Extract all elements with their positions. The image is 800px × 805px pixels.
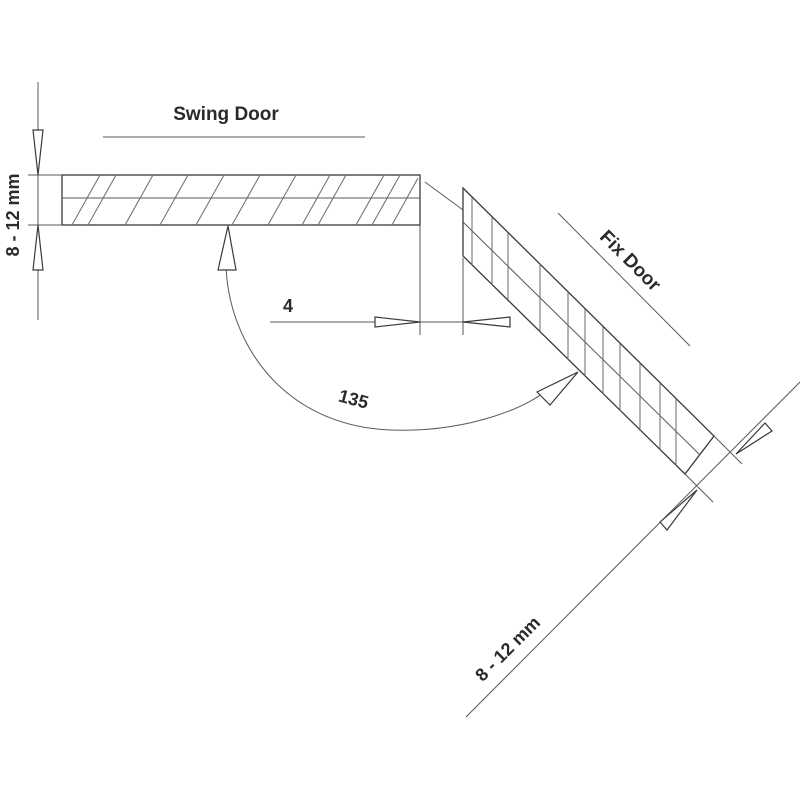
gap-arrow-left — [374, 316, 421, 328]
left-thickness-arrow-bottom — [32, 224, 44, 271]
left-thickness-label: 8 - 12 mm — [3, 173, 23, 256]
right-thickness-label: 8 - 12 mm — [471, 612, 544, 685]
angle-arrow-top — [217, 225, 237, 271]
angle-label: 135 — [336, 386, 370, 413]
gap-dimension — [270, 225, 511, 335]
swing-door-label: Swing Door — [173, 104, 279, 125]
left-thickness-dimension — [28, 82, 62, 320]
right-thickness-arrow-top — [735, 422, 773, 455]
angle-arrow-right — [535, 371, 579, 406]
left-thickness-arrow-top — [32, 129, 44, 176]
gap-arrow-right — [462, 316, 511, 328]
angle-dimension — [217, 225, 579, 431]
fix-door-panel — [462, 186, 715, 475]
right-thickness-arrow-bottom — [659, 489, 698, 531]
right-thickness-dimension — [465, 381, 800, 718]
gap-label: 4 — [283, 296, 293, 316]
fix-door-label-line — [557, 212, 691, 347]
connector-line — [424, 181, 464, 211]
swing-door-panel — [61, 174, 421, 226]
